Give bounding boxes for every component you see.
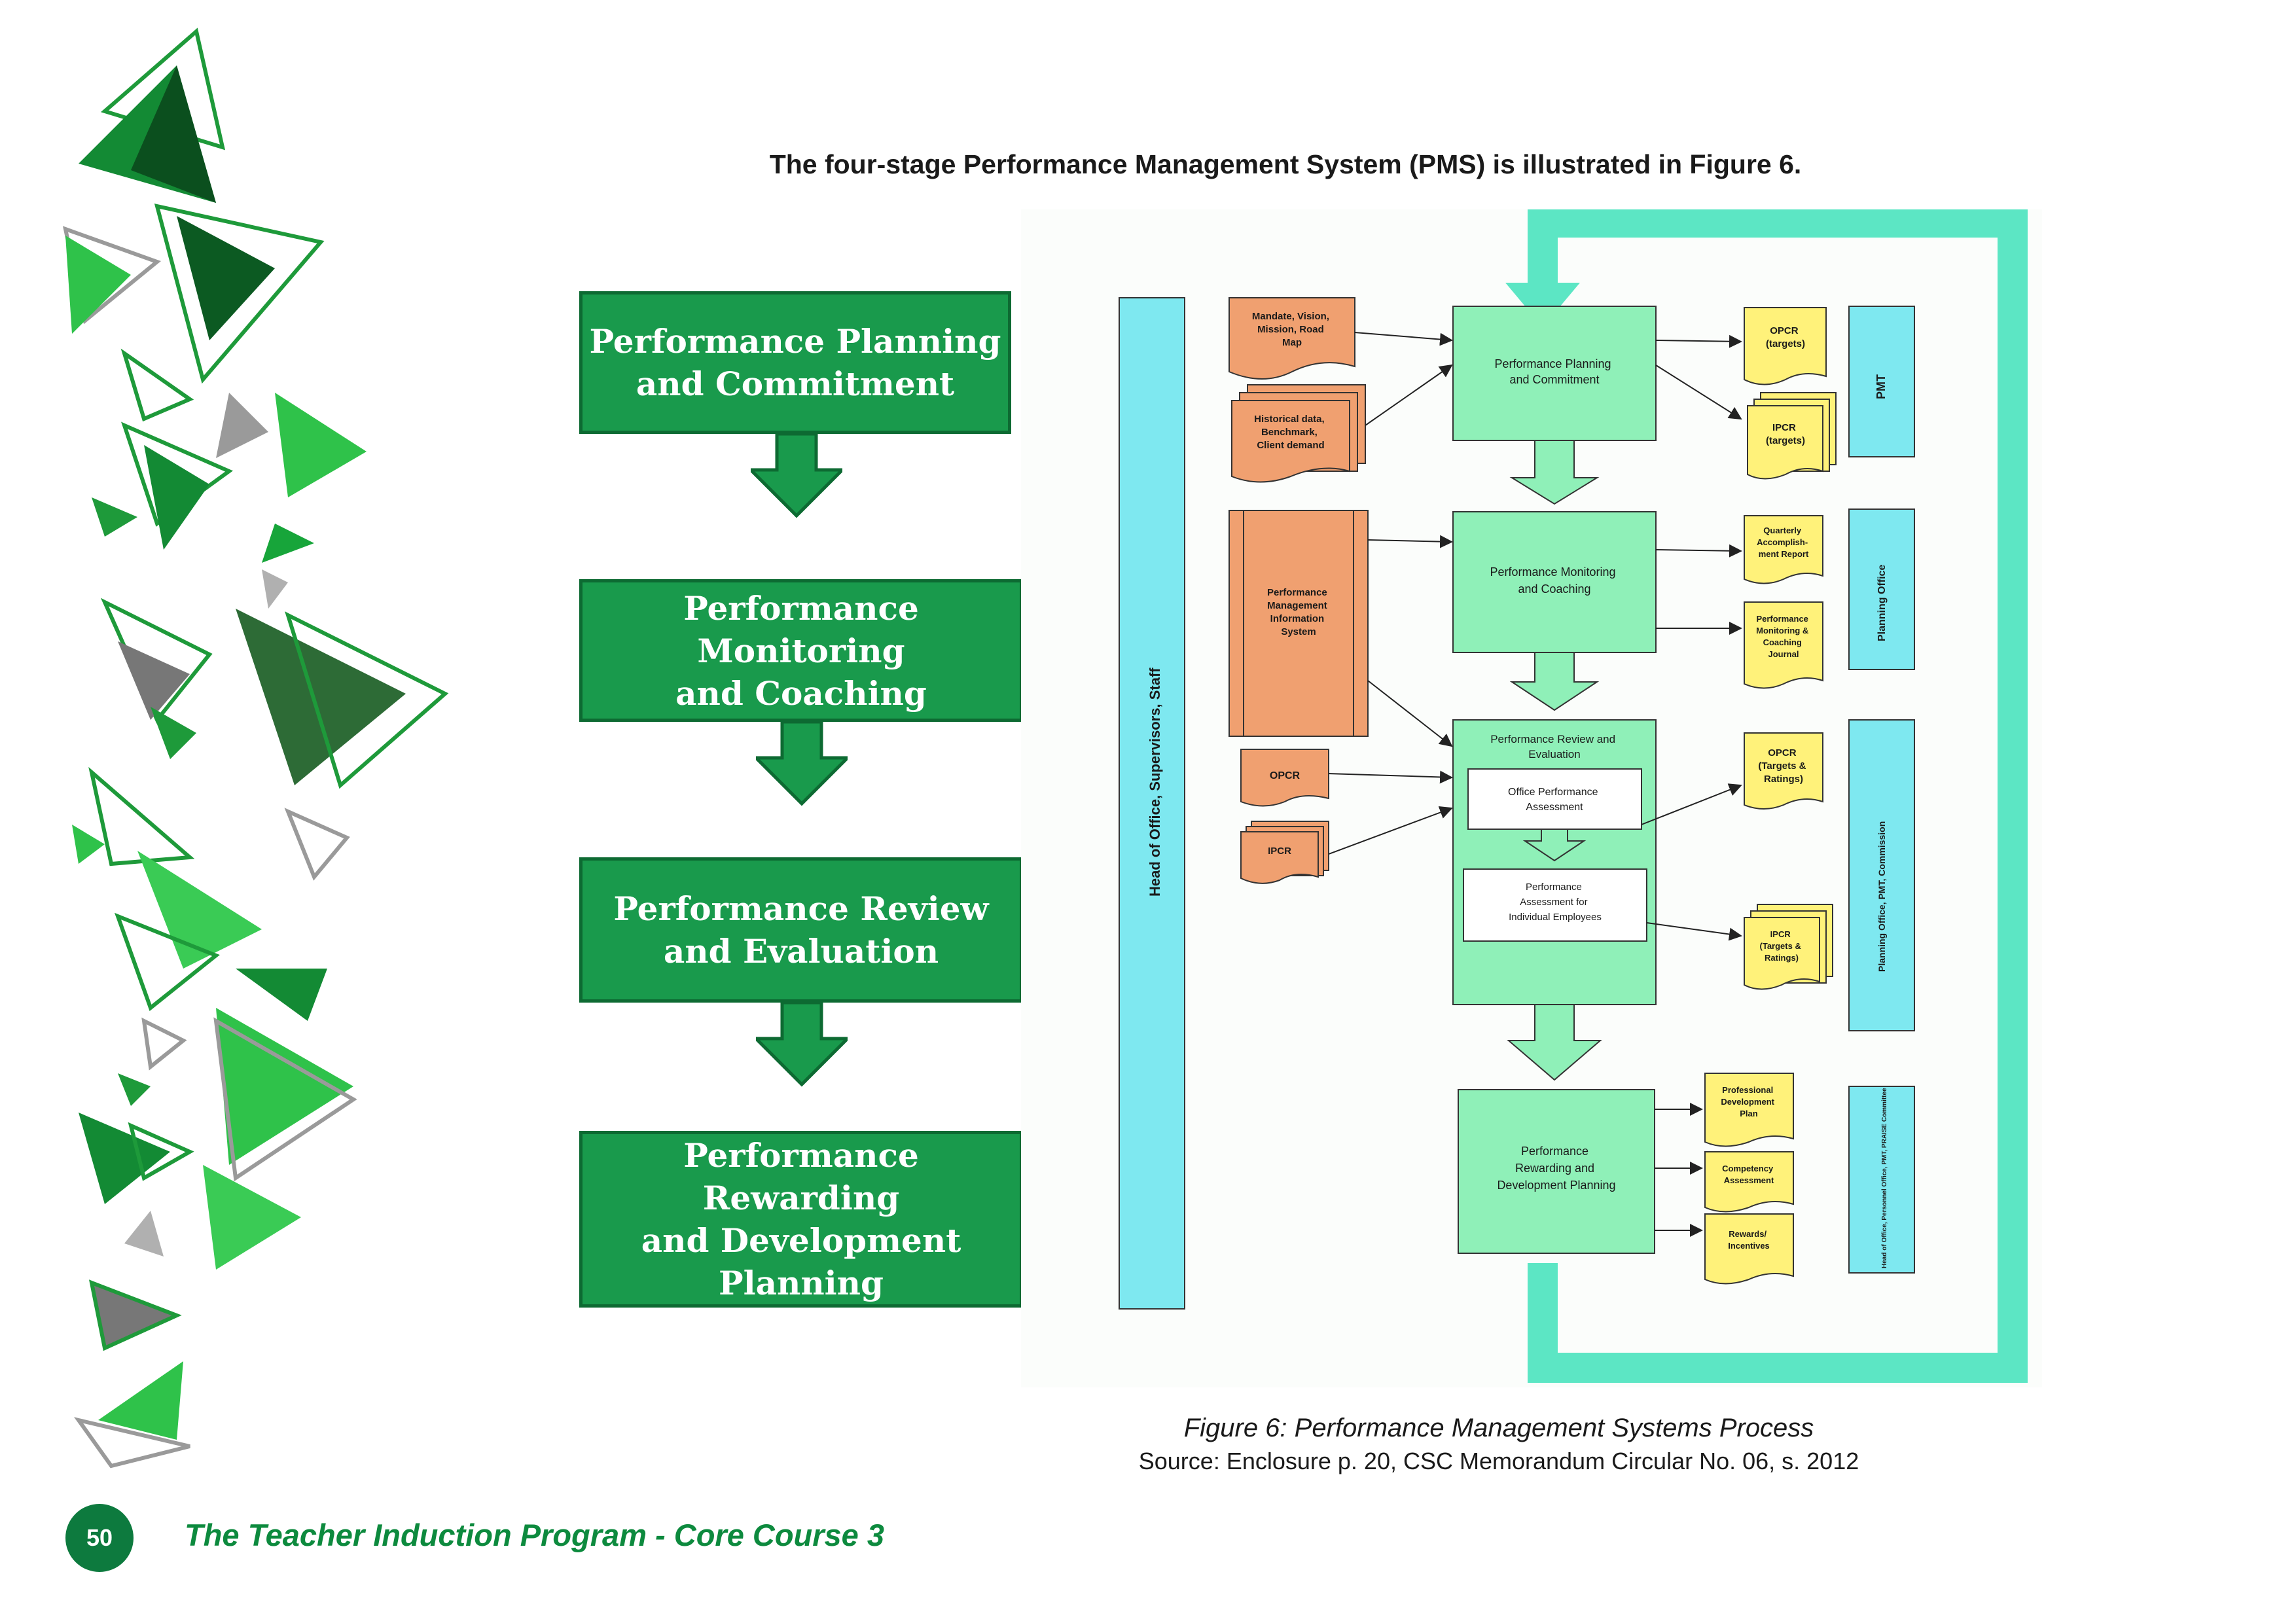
staff-bar-label: Head of Office, Supervisors, Staff [1147,668,1163,897]
svg-text:Office Performance Asses: Office Performance Assessment [1508,787,1601,813]
output-opcr-targets: OPCR (targets) [1744,307,1827,385]
feedback-loop-arrow [1528,209,2028,1383]
flow-arrow-3 [1507,1004,1602,1081]
input-mandate: Mandate, Vision, Mission, Road Map [1229,297,1355,380]
staff-bar [1119,297,1185,1310]
svg-text:OPCR (Targets & Ra: OPCR (Targets & Ratings) [1758,747,1808,785]
commission-bar [1848,719,1915,1031]
down-arrow-2 [756,722,848,806]
flow-arrow-2 [1509,652,1600,711]
footer-title: The Teacher Induction Program - Core Cou… [185,1518,885,1552]
output-competency-assessment: Competency Assessment [1704,1151,1794,1213]
down-arrow-1 [751,434,842,518]
svg-text:Performance Monitoring &: Performance Monitoring & Coaching Journa… [1756,614,1811,659]
output-quarterly-report: Quarterly Accomplish- ment Report [1744,515,1823,584]
svg-text:PMT: PMT [1874,374,1888,399]
input-opcr: OPCR [1240,749,1329,807]
output-ipcr-targets: IPCR (targets) [1747,392,1837,480]
process-review: Performance Review and Evaluation Office… [1452,719,1657,1005]
page-number-badge: 50 [65,1504,134,1572]
svg-text:Head of Office, Personnel Offi: Head of Office, Personnel Office, PMT, P… [1881,1088,1888,1268]
input-ipcr: IPCR [1240,821,1329,884]
svg-text:Competency Assessment: Competency Assessment [1722,1164,1776,1185]
figure-source: Source: Enclosure p. 20, CSC Memorandum … [1138,1448,1859,1474]
page-heading: The four-stage Performance Management Sy… [769,149,1802,179]
input-historical: Historical data, Benchmark, Client deman… [1231,384,1366,483]
process-rewarding: Performance Rewarding and Development Pl… [1458,1089,1655,1254]
svg-text:Performance Monitoring a: Performance Monitoring and Coaching [1490,565,1619,596]
svg-text:IPCR: IPCR [1268,846,1291,857]
figure-caption: Figure 6: Performance Management Systems… [1183,1414,1814,1442]
svg-text:OPCR (targets): OPCR (targets) [1766,325,1805,349]
planning-office-bar [1848,508,1915,670]
output-ipcr-ratings: IPCR (Targets & Ratings) [1744,904,1833,990]
svg-text:Performance Planning and: Performance Planning and Commitment [1494,357,1614,386]
flow-arrow-1 [1509,440,1600,505]
svg-text:Historical data, Benchma: Historical data, Benchmark, Client deman… [1254,414,1327,451]
svg-text:Planning Office: Planning Office [1876,565,1888,641]
decorative-triangles [62,27,449,1469]
svg-text:Rewards/ Incentives: Rewards/ Incentives [1728,1229,1770,1251]
svg-text:Quarterly Accomplish-: Quarterly Accomplish- ment Report [1757,526,1810,559]
svg-text:IPCR (targets): IPCR (targets) [1766,422,1805,446]
svg-text:Performance Assessment f: Performance Assessment for Individual Em… [1509,882,1602,923]
input-pmis: Performance Management Information Syste… [1229,510,1369,737]
committee-bar [1848,1086,1915,1274]
page-number: 50 [86,1524,113,1551]
process-monitoring: Performance Monitoring and Coaching [1452,511,1657,653]
output-professional-development-plan: Professional Development Plan [1704,1073,1794,1147]
svg-text:Performance Rewarding an: Performance Rewarding and Development Pl… [1497,1145,1615,1192]
process-planning: Performance Planning and Commitment [1452,306,1657,441]
svg-text:Performance Review and E: Performance Review and Evaluation [1490,733,1619,760]
svg-text:Professional Development: Professional Development Plan [1721,1085,1776,1118]
svg-text:Planning Office, PMT, Commissi: Planning Office, PMT, Commission [1876,821,1887,972]
pmt-bar [1848,306,1915,457]
svg-text:OPCR: OPCR [1270,770,1300,781]
output-opcr-ratings: OPCR (Targets & Ratings) [1744,732,1823,810]
individual-assessment-box [1463,868,1647,942]
output-rewards: Rewards/ Incentives [1704,1213,1794,1285]
pms-process-diagram: Head of Office, Supervisors, Staff Manda… [1021,209,2042,1387]
down-arrow-3 [756,1003,848,1087]
output-coaching-journal: Performance Monitoring & Coaching Journa… [1744,601,1823,689]
svg-text:Mandate, Vision, Mission: Mandate, Vision, Mission, Road Map [1252,311,1332,348]
svg-text:IPCR (Targets & Ra: IPCR (Targets & Ratings) [1760,929,1804,963]
office-assessment-box [1467,768,1642,830]
svg-text:Performance Management: Performance Management Information Syste… [1267,587,1330,637]
